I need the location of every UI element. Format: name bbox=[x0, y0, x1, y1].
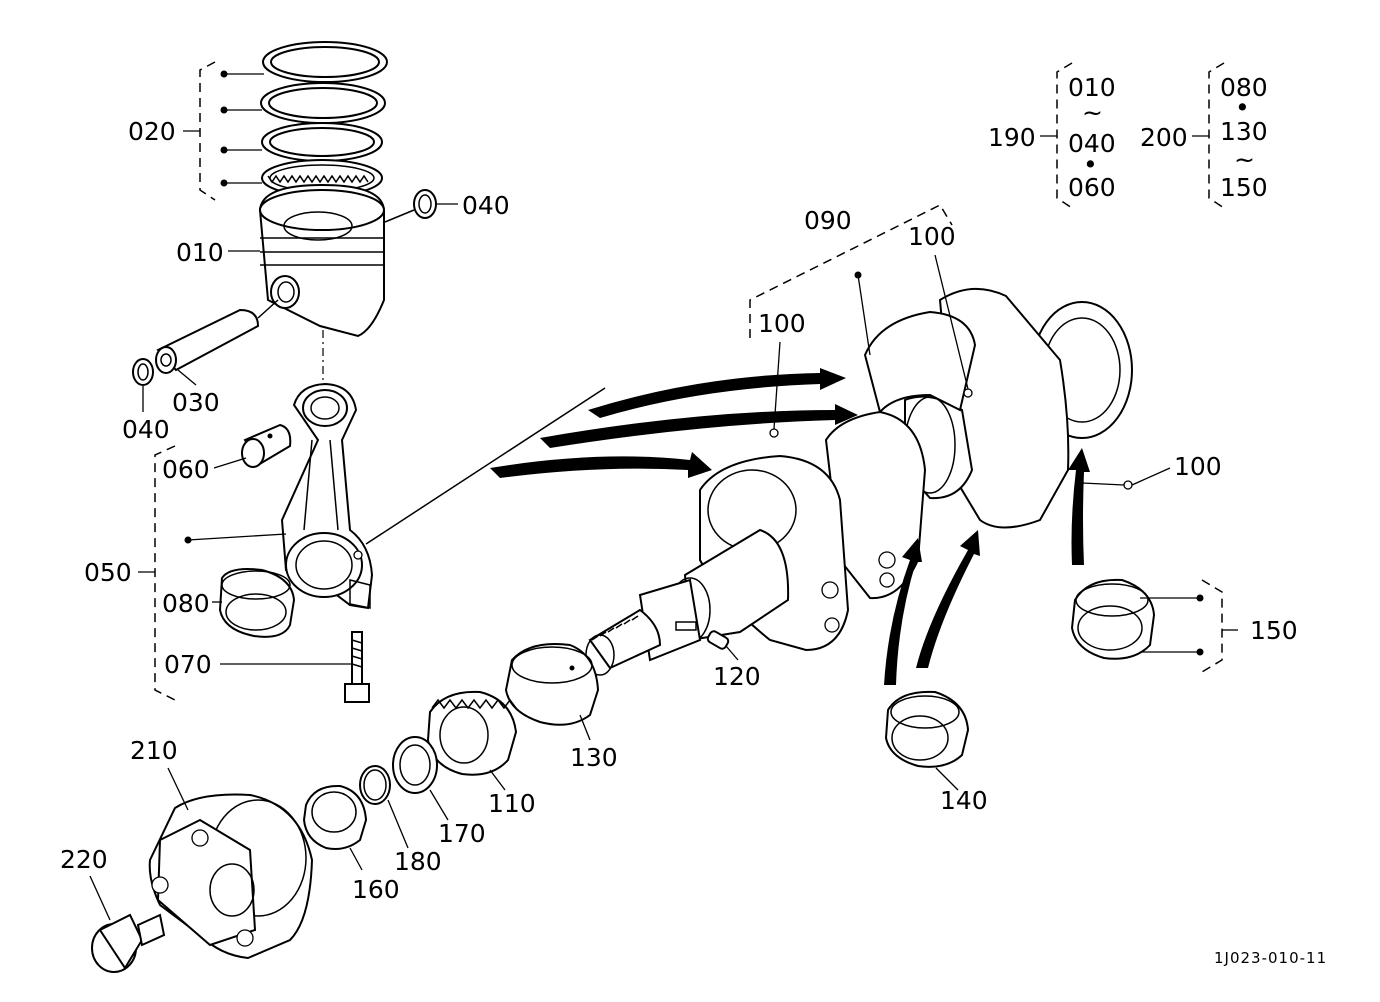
crank-spline-gear bbox=[585, 608, 662, 676]
group-bracket-150 bbox=[1201, 579, 1223, 673]
small-end-bushing bbox=[213, 423, 292, 469]
legend-200-label: 200 bbox=[1140, 123, 1188, 152]
legend-bracket-200 bbox=[1208, 62, 1225, 209]
legend-190-line-3: 040 bbox=[1068, 129, 1116, 158]
snap-ring-bottom bbox=[132, 358, 154, 412]
callout-030: 030 bbox=[172, 388, 220, 417]
main-bearing-center bbox=[884, 690, 970, 791]
callout-060: 060 bbox=[162, 455, 210, 484]
main-bearing-rear bbox=[1070, 578, 1204, 660]
callout-labels: 020 040 010 030 040 060 050 080 070 090 … bbox=[60, 117, 1298, 904]
piston bbox=[258, 183, 385, 338]
legend-190-line-1: 010 bbox=[1068, 73, 1116, 102]
legend-190-line-4: • bbox=[1083, 150, 1098, 179]
legend-190-line-2: ~ bbox=[1082, 98, 1103, 127]
conrod-bolt bbox=[220, 631, 370, 703]
legend-200-line-5: 150 bbox=[1220, 173, 1268, 202]
callout-130: 130 bbox=[570, 743, 618, 772]
document-id: 1J023-010-11 bbox=[1214, 949, 1327, 967]
callout-220: 220 bbox=[60, 845, 108, 874]
callout-160: 160 bbox=[352, 875, 400, 904]
callout-080: 080 bbox=[162, 589, 210, 618]
legend-200-line-4: ~ bbox=[1234, 145, 1255, 174]
snap-ring-top bbox=[384, 189, 458, 223]
legend-bracket-190 bbox=[1056, 62, 1073, 209]
legend-190-line-5: 060 bbox=[1068, 173, 1116, 202]
callout-050: 050 bbox=[84, 558, 132, 587]
crankshaft bbox=[638, 287, 1133, 662]
main-bearing-front bbox=[504, 643, 600, 741]
callout-120: 120 bbox=[713, 662, 761, 691]
callout-170: 170 bbox=[438, 819, 486, 848]
group-bracket-090 bbox=[749, 204, 953, 338]
callout-210: 210 bbox=[130, 736, 178, 765]
callout-100-b: 100 bbox=[758, 309, 806, 338]
legend-190-label: 190 bbox=[988, 123, 1036, 152]
legend-200-line-1: 080 bbox=[1220, 73, 1268, 102]
callout-070: 070 bbox=[164, 650, 212, 679]
callout-110: 110 bbox=[488, 789, 536, 818]
piston-pin bbox=[155, 299, 279, 386]
legend-190: 190 010 ~ 040 • 060 bbox=[988, 73, 1116, 202]
callout-020: 020 bbox=[128, 117, 176, 146]
callout-040-top: 040 bbox=[462, 191, 510, 220]
group-bracket-020 bbox=[199, 61, 216, 201]
callout-140: 140 bbox=[940, 786, 988, 815]
legend-200: 200 080 • 130 ~ 150 bbox=[1140, 73, 1268, 202]
callout-180: 180 bbox=[394, 847, 442, 876]
crank-gear bbox=[426, 690, 518, 791]
oil-seal bbox=[302, 784, 368, 871]
legend-200-line-2: • bbox=[1235, 93, 1250, 122]
callout-040-bottom: 040 bbox=[122, 415, 170, 444]
connecting-rod bbox=[280, 382, 374, 610]
ring-leader-dots bbox=[183, 70, 264, 187]
housing-bolt bbox=[89, 875, 166, 973]
piston-rings bbox=[260, 41, 388, 197]
callout-150: 150 bbox=[1250, 616, 1298, 645]
callout-010: 010 bbox=[176, 238, 224, 267]
legend-200-line-3: 130 bbox=[1220, 117, 1268, 146]
o-ring bbox=[359, 765, 409, 849]
assembly-arrows bbox=[490, 368, 1090, 685]
thrust-washer bbox=[392, 736, 449, 821]
woodruff-key bbox=[706, 630, 739, 661]
callout-100-c: 100 bbox=[1174, 452, 1222, 481]
front-housing bbox=[148, 767, 314, 960]
callout-100-a: 100 bbox=[908, 222, 956, 251]
callout-090: 090 bbox=[804, 206, 852, 235]
big-end-bearing bbox=[212, 568, 296, 638]
